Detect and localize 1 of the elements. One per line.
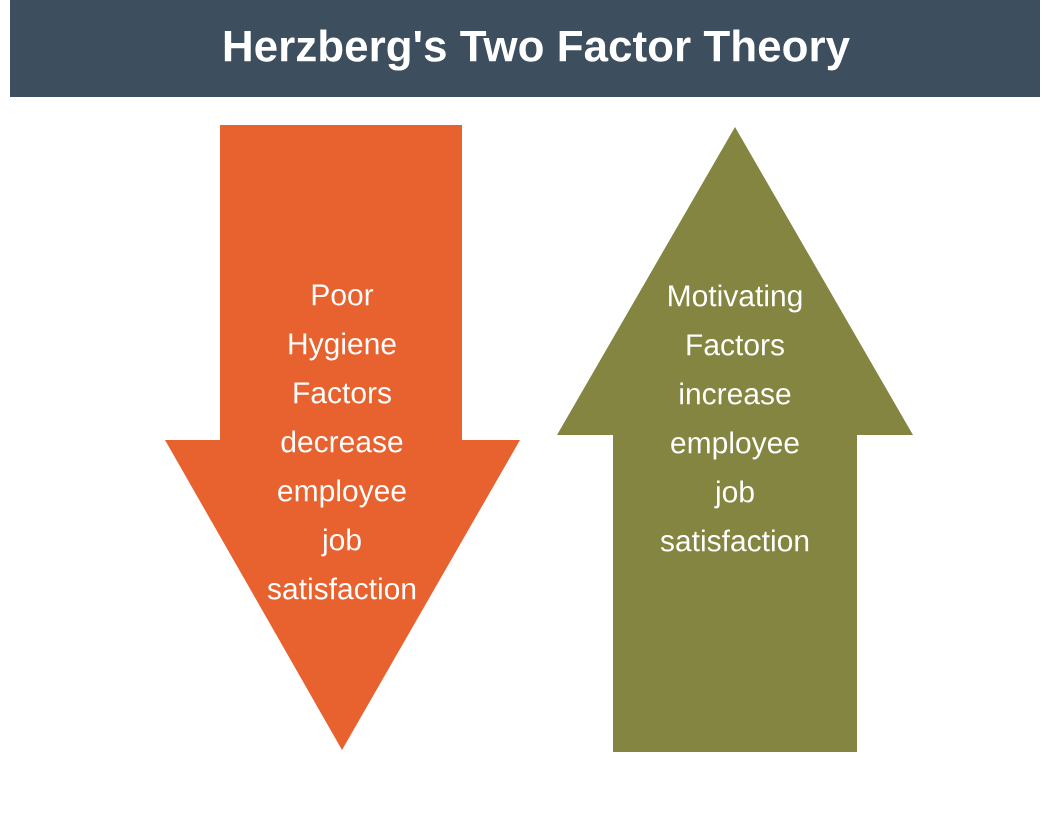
title-bar: Herzberg's Two Factor Theory: [10, 0, 1040, 97]
